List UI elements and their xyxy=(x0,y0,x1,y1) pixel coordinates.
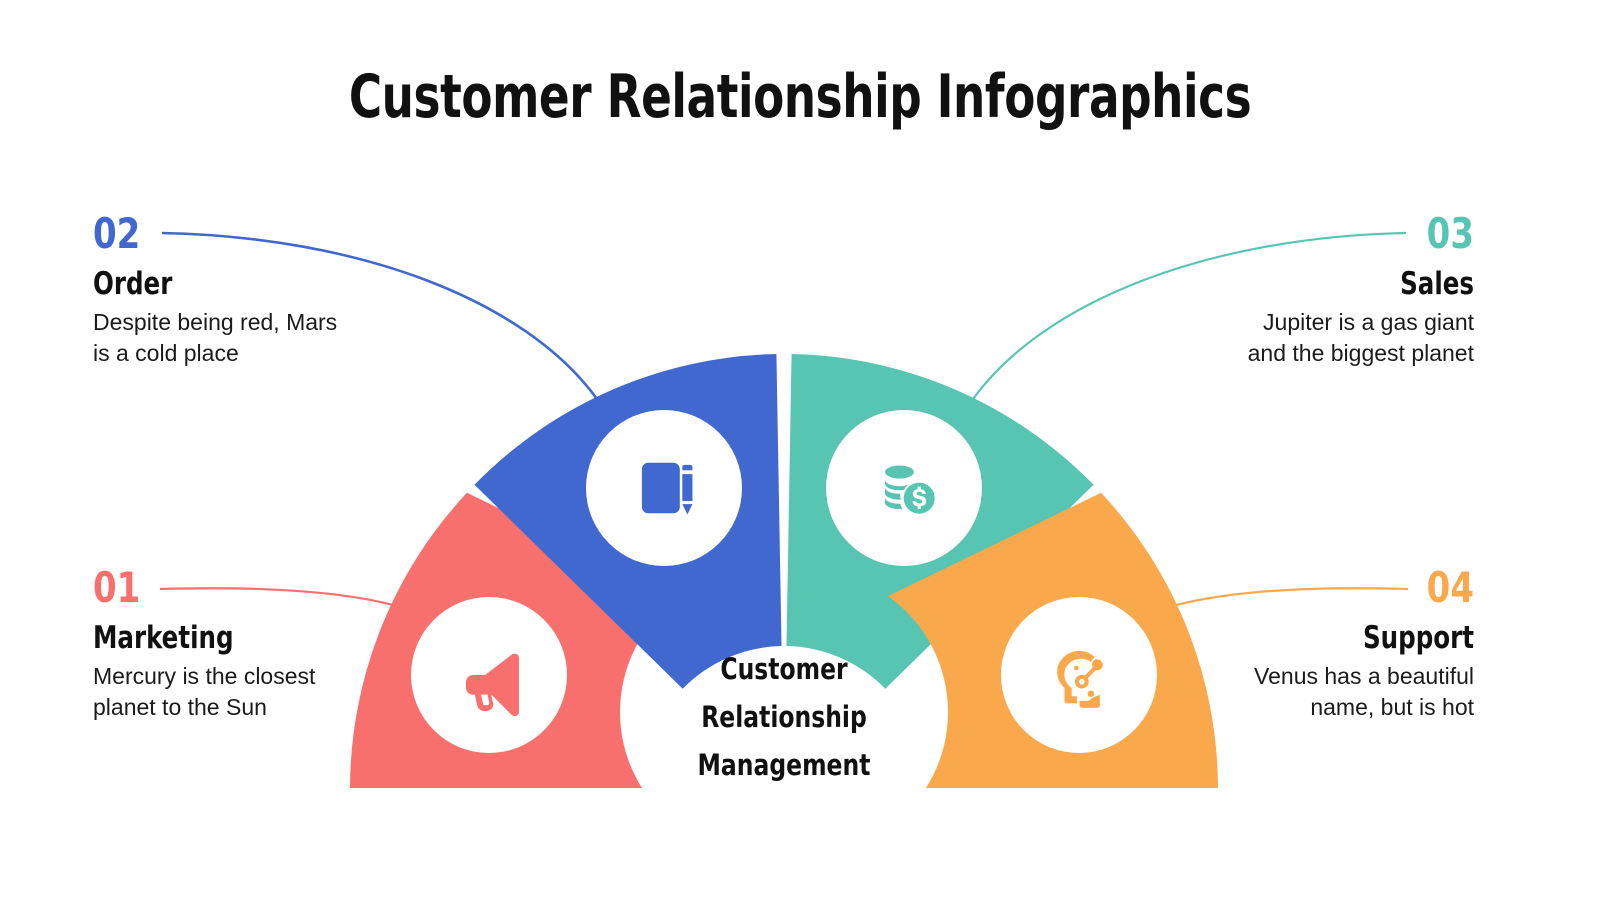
label-number-marketing: 01 xyxy=(93,563,141,612)
label-block-marketing[interactable]: 01 Marketing Mercury is the closest plan… xyxy=(93,566,343,723)
label-title-support: Support xyxy=(1362,620,1474,656)
document-pencil-icon xyxy=(641,462,693,515)
label-block-support[interactable]: 04 Support Venus has a beautiful name, b… xyxy=(1224,566,1474,723)
label-description-order: Despite being red, Mars is a cold place xyxy=(93,309,338,366)
center-label: Customer Relationship Management xyxy=(659,645,909,789)
megaphone-icon xyxy=(465,653,520,717)
coins-dollar-icon xyxy=(885,465,935,514)
label-number-order: 02 xyxy=(93,209,141,258)
center-label-line3: Management xyxy=(697,748,871,782)
label-number-sales: 03 xyxy=(1426,209,1474,258)
label-block-sales[interactable]: 03 Sales Jupiter is a gas giant and the … xyxy=(1224,212,1474,369)
label-description-support: Venus has a beautiful name, but is hot xyxy=(1254,663,1474,720)
label-description-marketing: Mercury is the closest planet to the Sun xyxy=(93,663,316,720)
label-title-sales: Sales xyxy=(1400,266,1474,302)
label-description-sales: Jupiter is a gas giant and the biggest p… xyxy=(1247,309,1474,366)
page-title: Customer Relationship Infographics xyxy=(348,62,1252,132)
label-number-support: 04 xyxy=(1426,563,1474,612)
label-title-order: Order xyxy=(93,266,173,302)
label-block-order[interactable]: 02 Order Despite being red, Mars is a co… xyxy=(93,212,343,369)
connector-line-order xyxy=(161,231,599,400)
label-title-marketing: Marketing xyxy=(93,620,234,656)
center-label-line2: Relationship xyxy=(701,700,867,734)
icon-bubble-support xyxy=(1001,597,1157,753)
headset-support-icon xyxy=(1057,650,1103,708)
connector-line-sales xyxy=(972,231,1407,400)
center-label-line1: Customer xyxy=(720,652,848,686)
